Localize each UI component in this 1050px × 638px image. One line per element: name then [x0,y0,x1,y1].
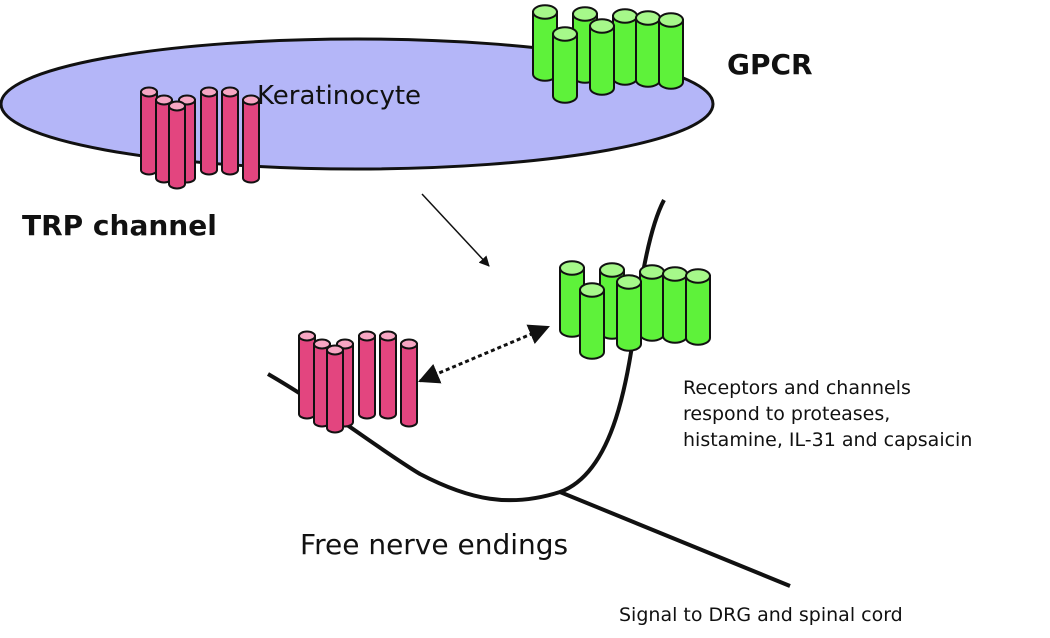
trp-helix [379,330,397,420]
gpcr-helix [662,266,688,344]
trp-channel-label: TRP channel [22,209,217,242]
trp-channel-keratinocyte [140,86,260,190]
receptors-description-line-3: histamine, IL-31 and capsaicin [683,429,973,452]
interaction-arrow [418,324,550,384]
gpcr-helix [559,260,585,338]
trp-helix [242,94,260,184]
trp-helix [200,86,218,176]
trp-channel-nerve [298,330,418,434]
signal-arrow [421,193,490,267]
keratinocyte-label: Keratinocyte [257,81,422,111]
receptors-description-line-1: Receptors and channels [683,377,911,399]
gpcr-helix [639,264,665,342]
gpcr-helix [532,4,558,82]
nerve-fiber-branch [559,199,666,494]
gpcr-receptor-keratinocyte [532,4,684,104]
gpcr-helix [552,26,578,104]
gpcr-helix [579,282,605,360]
trp-helix [358,330,376,420]
trp-helix [221,86,239,176]
gpcr-helix [616,274,642,352]
gpcr-helix [612,8,638,86]
gpcr-helix [685,268,711,346]
trp-helix [400,338,418,428]
free-nerve-endings-label: Free nerve endings [300,528,569,561]
trp-helix [326,344,344,434]
trp-helix [298,330,316,420]
receptors-description-line-2: respond to proteases, [683,403,891,426]
gpcr-helix [635,10,661,88]
gpcr-helix [589,18,615,96]
gpcr-receptor-nerve [559,260,711,360]
trp-helix [140,86,158,176]
signal-label: Signal to DRG and spinal cord [619,604,903,626]
trp-helix [168,100,186,190]
receptors-description: Receptors and channels respond to protea… [683,375,972,453]
gpcr-label: GPCR [727,48,813,81]
gpcr-helix [658,12,684,90]
